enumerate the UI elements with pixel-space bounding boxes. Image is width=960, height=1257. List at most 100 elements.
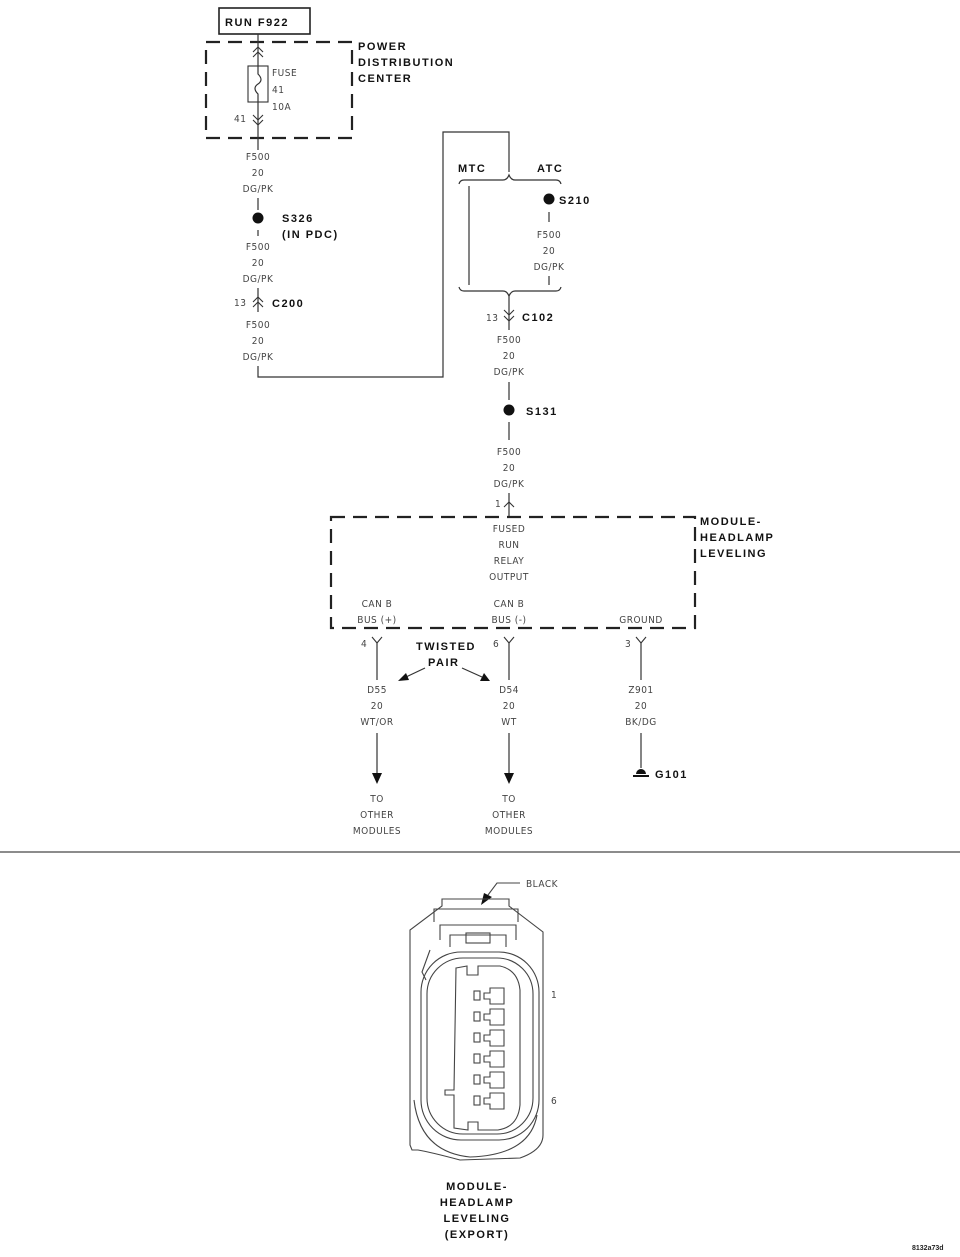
module-pin6-connector-icon bbox=[503, 636, 515, 644]
connector-c102-pin: 13 bbox=[486, 313, 498, 324]
svg-text:DG/PK: DG/PK bbox=[494, 367, 525, 378]
svg-text:DG/PK: DG/PK bbox=[494, 479, 525, 490]
can-b-bus-plus-label: CAN B BUS (+) bbox=[357, 599, 396, 626]
svg-text:20: 20 bbox=[371, 701, 383, 712]
svg-text:20: 20 bbox=[252, 258, 264, 269]
svg-text:OTHER: OTHER bbox=[492, 810, 526, 821]
svg-text:F500: F500 bbox=[246, 242, 270, 253]
svg-text:20: 20 bbox=[543, 246, 555, 257]
splice-s131-icon bbox=[503, 404, 515, 416]
svg-text:F500: F500 bbox=[246, 320, 270, 331]
svg-text:WT: WT bbox=[501, 717, 516, 728]
pdc-title-2: DISTRIBUTION bbox=[358, 57, 454, 69]
ground-label: GROUND bbox=[619, 615, 663, 626]
ground-g101-label: G101 bbox=[655, 769, 688, 781]
svg-text:FUSED: FUSED bbox=[493, 524, 526, 535]
wire-label-z901: Z901 20 BK/DG bbox=[625, 685, 657, 728]
destination-d54: TO OTHER MODULES bbox=[485, 794, 533, 837]
svg-text:F500: F500 bbox=[537, 230, 561, 241]
source-label: RUN F922 bbox=[225, 17, 289, 29]
svg-text:MODULES: MODULES bbox=[353, 826, 401, 837]
module-pin3-label: 3 bbox=[625, 639, 631, 650]
destination-d55: TO OTHER MODULES bbox=[353, 794, 401, 837]
module-pin1-label: 1 bbox=[495, 499, 501, 510]
twisted-pair-label-2: PAIR bbox=[428, 657, 459, 669]
connector-view-title: MODULE- HEADLAMP LEVELING (EXPORT) bbox=[440, 1181, 514, 1241]
module-title-1: MODULE- bbox=[700, 516, 762, 528]
svg-text:OUTPUT: OUTPUT bbox=[489, 572, 529, 583]
svg-text:(EXPORT): (EXPORT) bbox=[445, 1229, 510, 1241]
pin-cavity-5-icon bbox=[473, 1071, 505, 1089]
option-atc-label: ATC bbox=[537, 163, 563, 175]
connector-color-label: BLACK bbox=[526, 879, 559, 890]
source-box bbox=[218, 7, 311, 35]
svg-text:RUN: RUN bbox=[498, 540, 519, 551]
wire-label-f500-b: F500 20 DG/PK bbox=[243, 242, 274, 285]
splice-s210-label: S210 bbox=[559, 195, 591, 207]
pdc-boundary bbox=[204, 40, 354, 140]
module-pin4-label: 4 bbox=[361, 639, 367, 650]
module-pin6-label: 6 bbox=[493, 639, 499, 650]
pdc-title-3: CENTER bbox=[358, 73, 412, 85]
svg-text:D55: D55 bbox=[367, 685, 387, 696]
module-pin4-connector-icon bbox=[371, 636, 383, 644]
splice-s326-icon bbox=[252, 212, 264, 224]
fuse-label: FUSE bbox=[272, 68, 297, 79]
module-title-3: LEVELING bbox=[700, 548, 767, 560]
twisted-pair-arrowhead-right-icon bbox=[480, 673, 490, 681]
svg-text:MODULES: MODULES bbox=[485, 826, 533, 837]
svg-text:F500: F500 bbox=[497, 335, 521, 346]
svg-text:F500: F500 bbox=[246, 152, 270, 163]
svg-text:BK/DG: BK/DG bbox=[625, 717, 657, 728]
pin-cavity-3-icon bbox=[473, 1029, 505, 1047]
svg-text:F500: F500 bbox=[497, 447, 521, 458]
ground-g101-icon bbox=[636, 769, 646, 774]
svg-text:20: 20 bbox=[503, 351, 515, 362]
svg-text:WT/OR: WT/OR bbox=[360, 717, 393, 728]
option-top-brace bbox=[458, 173, 562, 185]
fused-run-relay-output-label: FUSED RUN RELAY OUTPUT bbox=[489, 524, 529, 583]
connector-face-view: BLACK bbox=[409, 879, 559, 1161]
svg-text:OTHER: OTHER bbox=[360, 810, 394, 821]
svg-text:HEADLAMP: HEADLAMP bbox=[440, 1197, 514, 1209]
svg-text:DG/PK: DG/PK bbox=[243, 352, 274, 363]
svg-text:Z901: Z901 bbox=[628, 685, 653, 696]
fuse-cavity: 41 bbox=[234, 114, 246, 125]
svg-text:DG/PK: DG/PK bbox=[243, 274, 274, 285]
splice-s326-sub: (IN PDC) bbox=[282, 229, 339, 241]
can-b-bus-minus-label: CAN B BUS (-) bbox=[491, 599, 526, 626]
pin-first-label: 1 bbox=[551, 990, 557, 1001]
fuse-output-connector-icon bbox=[252, 114, 264, 126]
svg-text:BUS (+): BUS (+) bbox=[357, 615, 396, 626]
wire-label-f500-e: F500 20 DG/PK bbox=[494, 447, 525, 490]
connector-c200-pin: 13 bbox=[234, 298, 246, 309]
connector-c102-icon bbox=[503, 309, 515, 322]
twisted-pair-arrow-left bbox=[405, 667, 426, 678]
splice-s210-icon bbox=[543, 193, 555, 205]
svg-text:20: 20 bbox=[635, 701, 647, 712]
twisted-pair-arrowhead-left-icon bbox=[398, 673, 409, 681]
svg-text:20: 20 bbox=[503, 701, 515, 712]
splice-s326-label: S326 bbox=[282, 213, 314, 225]
splice-s131-label: S131 bbox=[526, 406, 558, 418]
module-boundary bbox=[329, 515, 697, 630]
pin-cavity-4-icon bbox=[473, 1050, 505, 1068]
svg-text:RELAY: RELAY bbox=[494, 556, 525, 567]
pin-cavity-1-icon bbox=[473, 987, 505, 1005]
svg-text:20: 20 bbox=[252, 168, 264, 179]
option-bottom-brace bbox=[458, 286, 562, 298]
svg-text:DG/PK: DG/PK bbox=[534, 262, 565, 273]
svg-text:DG/PK: DG/PK bbox=[243, 184, 274, 195]
wire-label-d55: D55 20 WT/OR bbox=[360, 685, 393, 728]
connector-c200-icon bbox=[252, 296, 264, 308]
pin-cavity-6-icon bbox=[473, 1092, 505, 1110]
fuse-number: 41 bbox=[272, 85, 284, 96]
svg-text:BUS (-): BUS (-) bbox=[491, 615, 526, 626]
wire-label-f500-atc: F500 20 DG/PK bbox=[534, 230, 565, 273]
svg-text:20: 20 bbox=[252, 336, 264, 347]
pin-cavity-2-icon bbox=[473, 1008, 505, 1026]
svg-text:LEVELING: LEVELING bbox=[443, 1213, 510, 1225]
fuse-input-connector-icon bbox=[252, 46, 264, 58]
twisted-pair-arrow-right bbox=[461, 667, 483, 678]
